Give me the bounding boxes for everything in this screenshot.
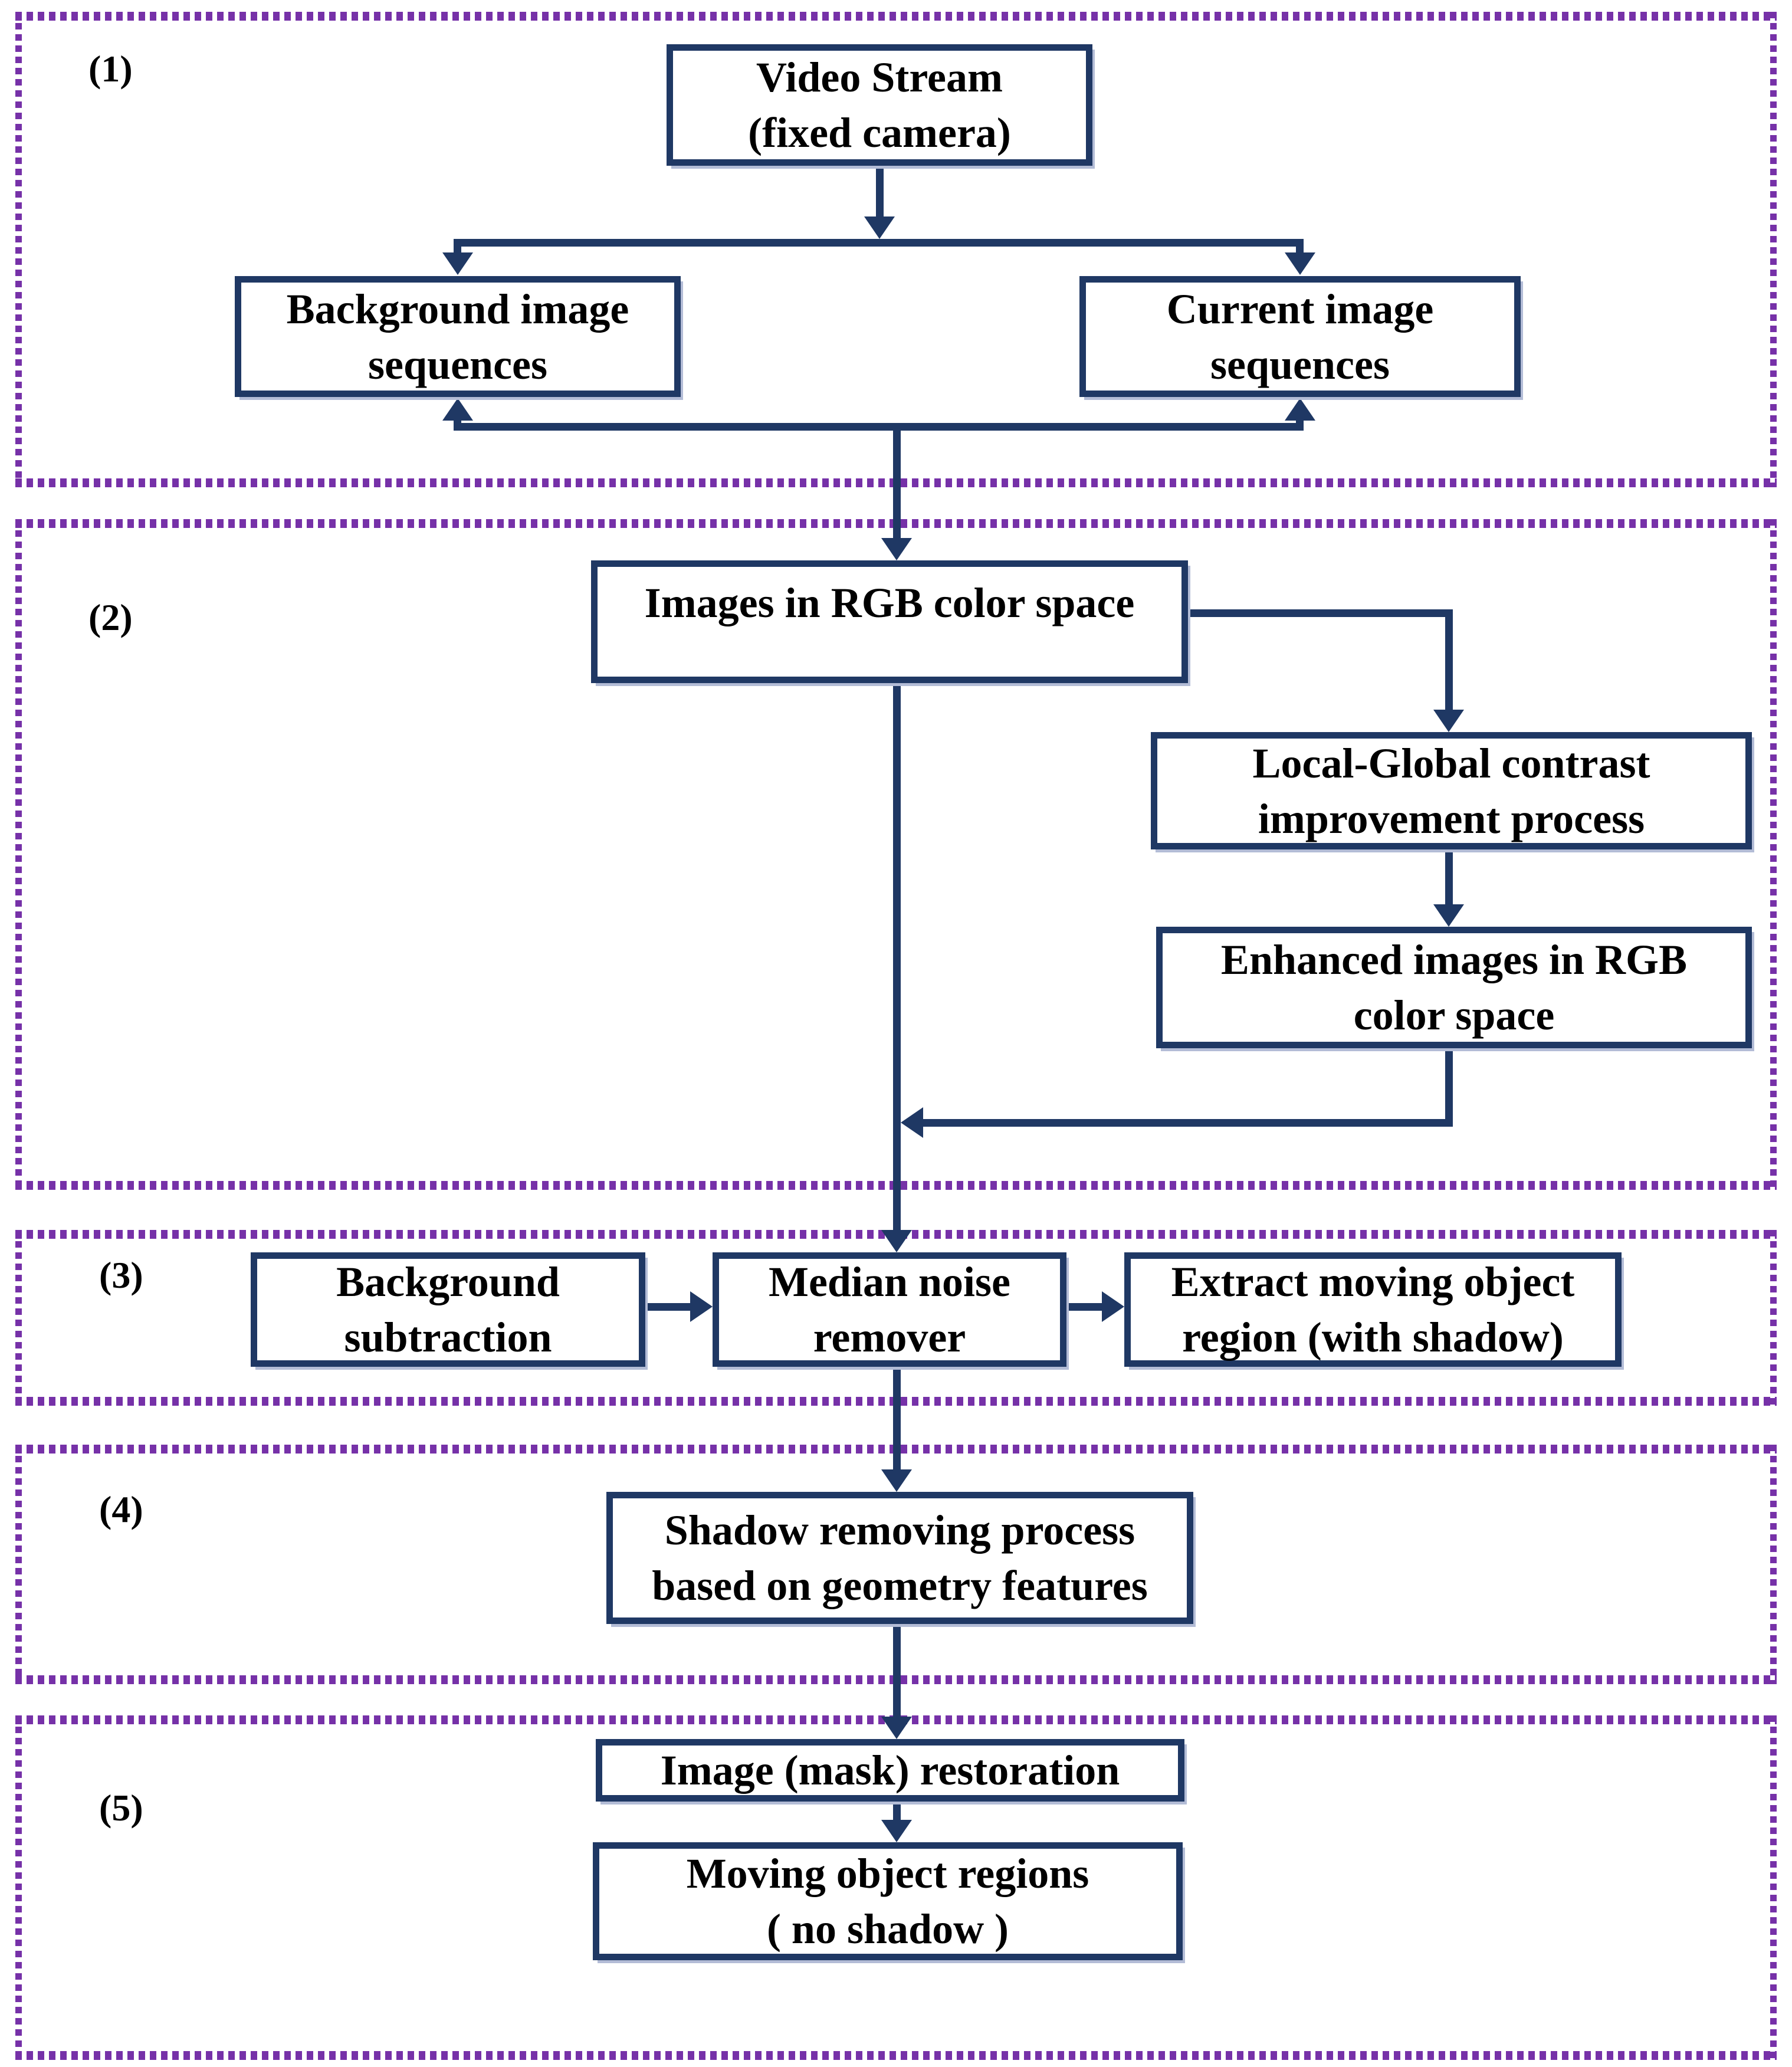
arrowhead-down-icon [881, 1717, 912, 1739]
arrowhead-down-icon [1285, 252, 1315, 275]
arrow-rgb-to-contrast-vertical [1445, 609, 1453, 711]
section-label-1: (1) [88, 48, 133, 90]
arrow-split-to-background [454, 242, 461, 255]
arrowhead-down-icon [442, 252, 473, 275]
node-background-sequences: Background image sequences [235, 276, 681, 397]
arrow-mask-to-result [893, 1800, 901, 1821]
node-video-stream: Video Stream (fixed camera) [667, 44, 1092, 166]
section-label-3: (3) [99, 1254, 143, 1296]
node-current-sequences: Current image sequences [1079, 276, 1521, 397]
node-moving-object-regions: Moving object regions ( no shadow ) [593, 1842, 1183, 1960]
arrowhead-down-icon [881, 1230, 912, 1252]
arrow-split-to-current [1296, 242, 1304, 255]
section-label-5: (5) [99, 1787, 143, 1829]
node-shadow-removing: Shadow removing process based on geometr… [606, 1492, 1193, 1624]
arrowhead-down-icon [881, 1469, 912, 1492]
arrowhead-right-icon [690, 1291, 713, 1322]
arrow-enhanced-return-vertical [1445, 1047, 1453, 1123]
node-enhanced-images: Enhanced images in RGB color space [1156, 927, 1752, 1048]
section-label-2: (2) [88, 596, 133, 638]
arrowhead-down-icon [881, 1820, 912, 1842]
arrowhead-left-icon [901, 1107, 923, 1138]
merge-line [454, 423, 1304, 431]
arrowhead-down-icon [864, 216, 895, 239]
split-line [454, 239, 1304, 247]
arrow-rgb-to-median [893, 682, 901, 1231]
arrowhead-right-icon [1102, 1291, 1124, 1322]
arrow-contrast-to-enhanced [1445, 848, 1453, 905]
arrowhead-down-icon [1433, 710, 1464, 732]
node-image-mask-restoration: Image (mask) restoration [596, 1739, 1184, 1802]
arrowhead-down-icon [881, 538, 912, 560]
section-label-4: (4) [99, 1488, 143, 1530]
node-rgb-images: Images in RGB color space [591, 560, 1188, 683]
arrow-merge-to-current [1296, 416, 1304, 425]
arrow-median-to-extract [1066, 1303, 1104, 1311]
arrow-rgb-to-contrast-horizontal [1188, 609, 1453, 617]
arrow-shadow-to-mask [893, 1623, 901, 1718]
arrowhead-down-icon [1433, 904, 1464, 927]
node-extract-moving-object: Extract moving object region (with shado… [1124, 1252, 1622, 1367]
arrow-enhanced-return-horizontal [923, 1119, 1453, 1127]
node-background-subtraction: Background subtraction [251, 1252, 645, 1367]
arrow-merge-to-background [454, 416, 461, 425]
node-median-noise-remover: Median noise remover [713, 1252, 1066, 1367]
arrow-subtraction-to-median [645, 1303, 692, 1311]
node-local-global-contrast: Local-Global contrast improvement proces… [1151, 732, 1752, 849]
arrow-median-to-shadow [893, 1366, 901, 1471]
arrow-video-to-split [876, 165, 884, 218]
arrow-merge-to-rgb [893, 423, 901, 539]
